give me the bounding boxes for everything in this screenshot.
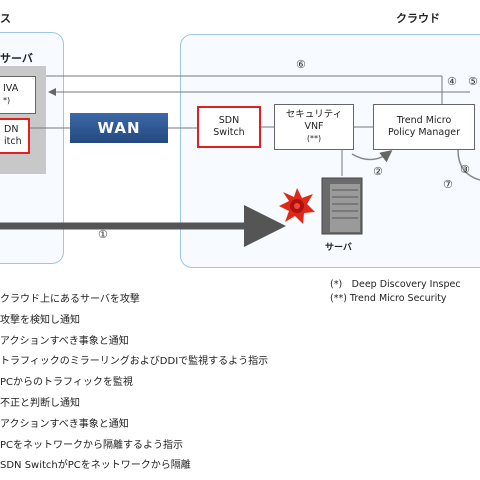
security-vnf-box: セキュリティ VNF (**) [274,104,354,150]
tmpm-label-1: Trend Micro [396,115,452,126]
ddi-footnote: *) [3,96,11,105]
attack-burst-icon [279,188,315,224]
step-item-3: アクションすべき事象と通知 [0,335,129,347]
step-item-4: トラフィックのミラーリングおよびDDIで監視するよう指示 [0,356,269,368]
cloud-sdn-switch-box: SDN Switch [197,106,261,148]
step-num-5: ⑤ [468,75,478,88]
step-item-6: 不正と判断し通知 [0,397,80,409]
step-item-9: SDN SwitchがPCをネットワークから隔離 [0,460,191,472]
cloud-title: クラウド [396,12,440,25]
cloud-sdn-label-1: SDN [218,115,240,126]
step-item-1: クラウド上にあるサーバを攻撃 [0,294,140,305]
server-label: サーバ [325,243,352,253]
customer-server-title: サーバ [0,52,33,65]
ddi-appliance-box: IVA *) [0,76,36,114]
step-num-7: ⑦ [443,178,453,191]
vnf-label-2: VNF [304,121,324,132]
vnf-footnote: (**) [306,134,322,143]
step-item-8: PCをネットワークから隔離するよう指示 [0,439,184,451]
server-tower-icon [321,177,363,235]
customer-site-title: ス [0,12,11,25]
legend-line-2: (**) Trend Micro Security [330,293,447,304]
wan-bar: WAN [70,113,168,143]
step-item-5: PCからのトラフィックを監視 [0,377,133,389]
cloud-sdn-label-2: Switch [213,127,245,138]
step-num-6: ⑥ [296,58,306,71]
steps-list: クラウド上にあるサーバを攻撃 攻撃を検知し通知 アクションすべき事象と通知 トラ… [0,290,268,477]
vnf-label-1: セキュリティ [285,109,343,120]
arrow-2 [351,150,393,163]
customer-sdn-switch-box: DN itch [0,118,30,154]
ddi-label: IVA [3,83,19,94]
step-num-1: ① [98,228,108,241]
step-num-3: ③ [460,163,470,176]
policy-manager-box: Trend Micro Policy Manager [373,104,475,150]
customer-sdn-label-2: itch [4,136,22,147]
arrow-3 [457,149,480,181]
step-num-4: ④ [447,75,457,88]
tmpm-label-2: Policy Manager [388,127,460,138]
step-item-7: アクションすべき事象と通知 [0,418,129,430]
customer-sdn-label-1: DN [4,124,19,135]
step-item-2: 攻撃を検知し通知 [0,314,80,326]
step-num-2: ② [373,165,383,178]
legend-line-1: (*) Deep Discovery Inspec [330,279,461,290]
